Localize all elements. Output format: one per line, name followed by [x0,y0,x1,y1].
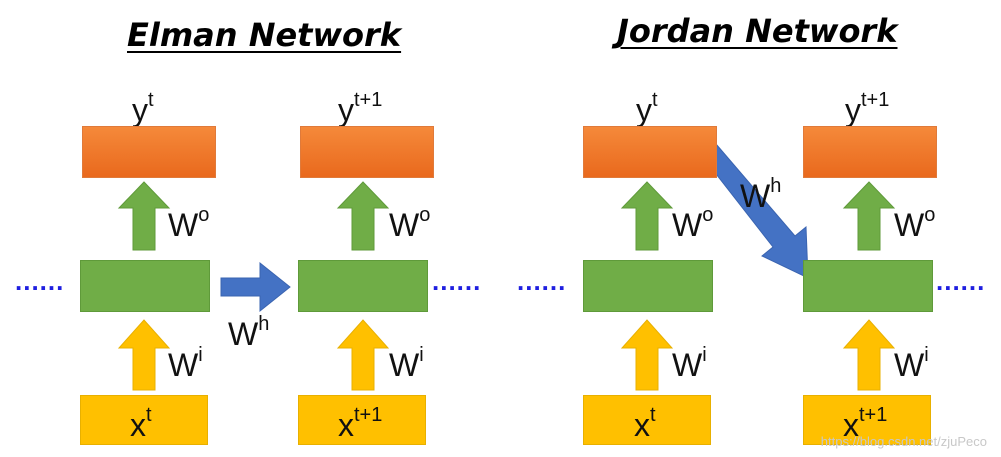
jordan-dots-right: ...... [936,266,986,296]
elman-wo-arrow-right [336,181,390,251]
jordan-wo-label-right: Wo [894,204,936,243]
jordan-dots-left: ...... [517,266,567,296]
elman-wi-label-right: Wi [389,344,424,383]
elman-x-t1-label: xt+1 [338,404,383,443]
elman-y-t1-label: yt+1 [338,89,383,128]
jordan-wh-label: Wh [740,175,782,214]
jordan-y-t-label: yt [636,89,658,128]
jordan-wi-label-right: Wi [894,344,929,383]
jordan-x-t1-label: xt+1 [843,404,888,443]
jordan-y-t1-label: yt+1 [845,89,890,128]
elman-dots-right: ...... [432,266,482,296]
elman-output-box-t [82,126,216,178]
jordan-wo-arrow-left [620,181,674,251]
jordan-hidden-box-t1 [803,260,933,312]
jordan-wi-label-left: Wi [672,344,707,383]
jordan-title: Jordan Network [617,12,898,50]
jordan-input-box-t [583,395,711,445]
elman-wi-arrow-right [336,319,390,391]
elman-wh-arrow [220,261,291,313]
jordan-hidden-box-t [583,260,713,312]
jordan-wi-arrow-right [842,319,896,391]
elman-title: Elman Network [127,16,402,54]
jordan-wi-arrow-left [620,319,674,391]
elman-input-box-t [80,395,208,445]
elman-wo-label-left: Wo [168,204,210,243]
elman-output-box-t1 [300,126,434,178]
elman-wi-arrow-left [117,319,171,391]
elman-hidden-box-t1 [298,260,428,312]
elman-y-t-label: yt [132,89,154,128]
jordan-output-box-t1 [803,126,937,178]
elman-x-t-label: xt [130,404,152,443]
jordan-wo-arrow-right [842,181,896,251]
jordan-wo-label-left: Wo [672,204,714,243]
elman-wh-label: Wh [228,313,270,352]
elman-wo-label-right: Wo [389,204,431,243]
jordan-output-box-t [583,126,717,178]
jordan-x-t-label: xt [634,404,656,443]
jordan-input-box-t1 [803,395,931,445]
elman-dots-left: ...... [15,266,65,296]
watermark: https://blog.csdn.net/zjuPeco [820,434,987,449]
elman-wo-arrow-left [117,181,171,251]
elman-hidden-box-t [80,260,210,312]
elman-wi-label-left: Wi [168,344,203,383]
elman-input-box-t1 [298,395,426,445]
